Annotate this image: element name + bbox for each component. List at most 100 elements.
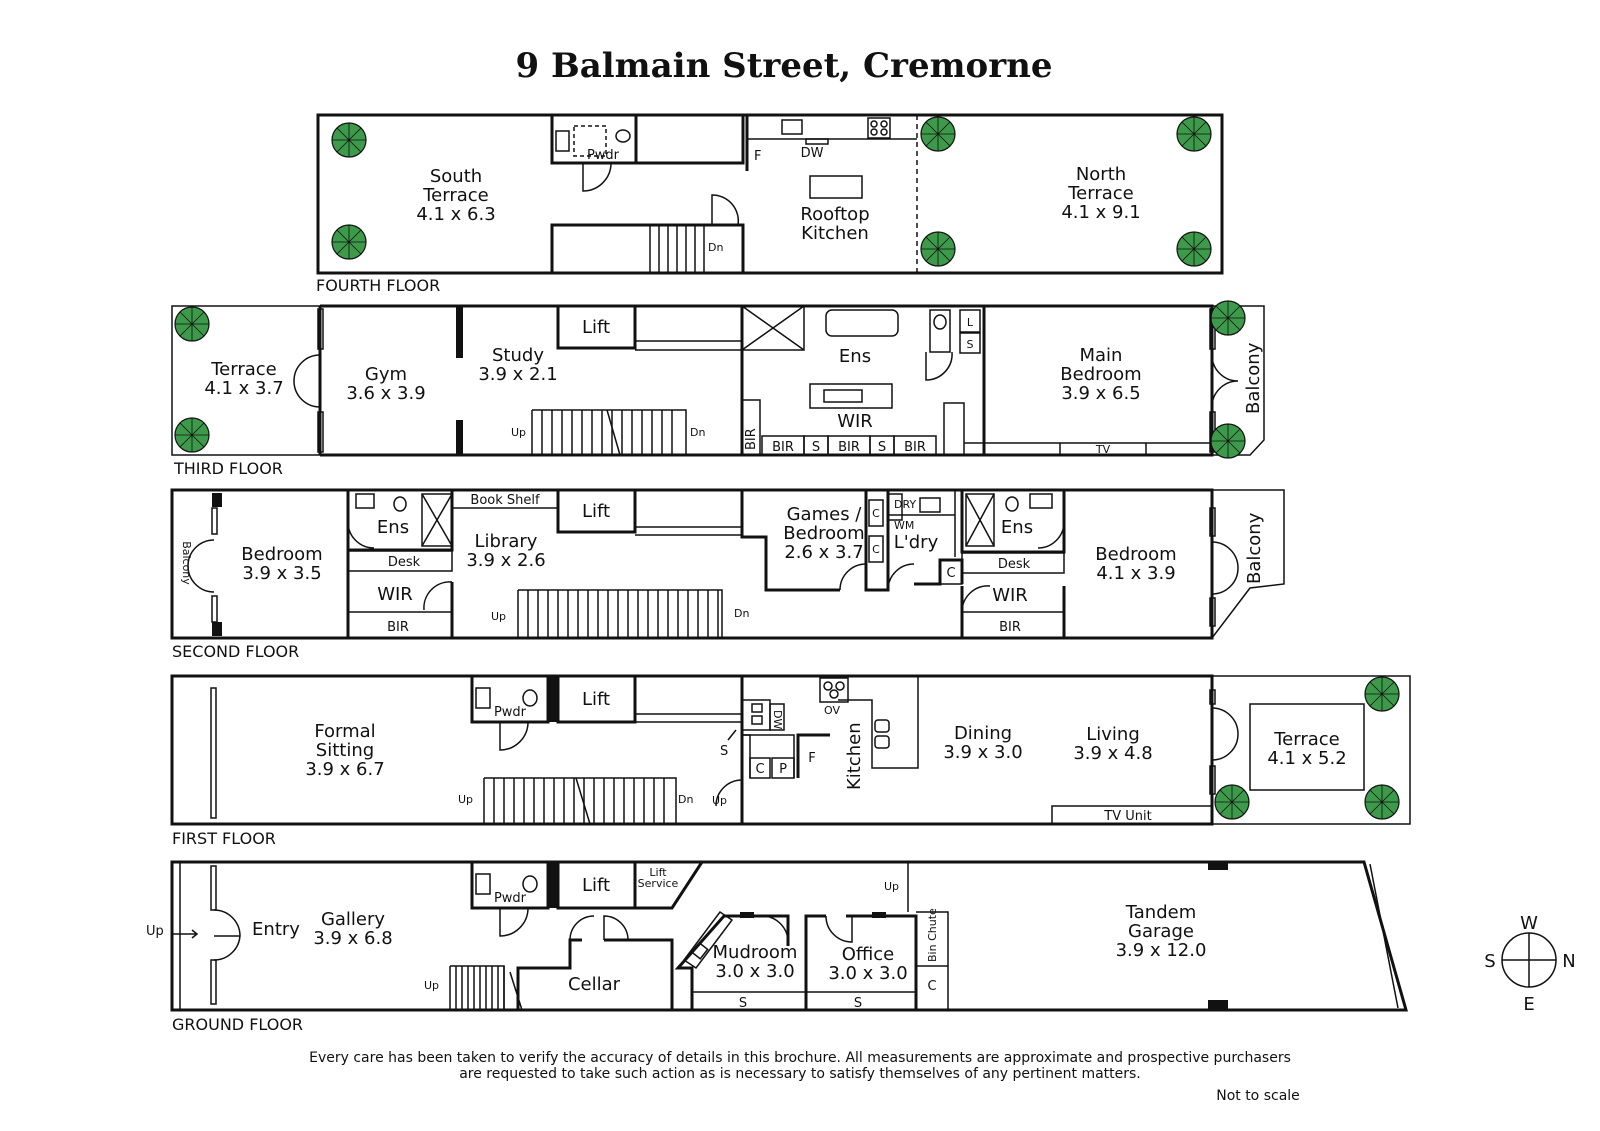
cellar-label: Cellar bbox=[568, 974, 621, 995]
compass-west: W bbox=[1520, 913, 1538, 934]
main-bedroom-label-2: Bedroom bbox=[1060, 364, 1141, 385]
study-dims: 3.9 x 2.1 bbox=[478, 364, 557, 385]
study-label: Study bbox=[492, 345, 544, 366]
dining-label: Dining bbox=[954, 723, 1012, 744]
rooftop-kitchen-label: Rooftop bbox=[800, 204, 869, 225]
tv-unit-label: TV Unit bbox=[1103, 809, 1151, 824]
main-bedroom-label: Main bbox=[1080, 345, 1123, 366]
first-c-label: C bbox=[755, 762, 764, 777]
third-terrace-dims: 4.1 x 3.7 bbox=[204, 378, 283, 399]
second-floor: Balcony Bedroom 3.9 x 3.5 Ens Desk WIR B… bbox=[170, 488, 1285, 661]
plan-title: 9 Balmain Street, Cremorne bbox=[516, 46, 1053, 86]
north-terrace-dims: 4.1 x 9.1 bbox=[1061, 202, 1140, 223]
west-desk-label: Desk bbox=[388, 555, 421, 570]
compass-icon: W E S N bbox=[1484, 913, 1575, 1015]
east-bir-label: BIR bbox=[999, 620, 1021, 635]
west-wir-label: WIR bbox=[377, 584, 413, 605]
first-fridge-label: F bbox=[808, 751, 815, 766]
south-terrace-dims: 4.1 x 6.3 bbox=[416, 204, 495, 225]
bir-label-1: BIR bbox=[772, 440, 794, 455]
east-ens-label: Ens bbox=[1001, 517, 1033, 538]
third-floor: Terrace 4.1 x 3.7 Gym 3.6 x 3.9 Study 3.… bbox=[171, 300, 1265, 478]
second-dn-label: Dn bbox=[734, 607, 749, 620]
ground-pwdr-label: Pwdr bbox=[494, 891, 527, 906]
ground-floor: Up Entry Gallery 3.9 x 6.8 Pwdr Lift Lif… bbox=[146, 860, 1408, 1034]
west-bedroom-label: Bedroom bbox=[241, 544, 322, 565]
third-s-label: S bbox=[967, 338, 974, 351]
mudroom-s-label: S bbox=[739, 996, 747, 1011]
ground-c-label: C bbox=[927, 979, 936, 994]
ground-lift-label: Lift bbox=[582, 875, 610, 896]
tv-label: TV bbox=[1095, 443, 1111, 456]
compass-south: S bbox=[1484, 951, 1495, 972]
east-desk-label: Desk bbox=[998, 557, 1031, 572]
formal-sitting-label: Formal bbox=[314, 721, 375, 742]
gym-dims: 3.6 x 3.9 bbox=[346, 383, 425, 404]
first-pwdr-label: Pwdr bbox=[494, 705, 527, 720]
north-terrace-label-2: Terrace bbox=[1067, 183, 1134, 204]
west-bedroom-dims: 3.9 x 3.5 bbox=[242, 563, 321, 584]
washing-machine-label: WM bbox=[894, 519, 914, 532]
not-to-scale: Not to scale bbox=[1216, 1088, 1300, 1104]
first-lift-label: Lift bbox=[582, 689, 610, 710]
first-terrace-dims: 4.1 x 5.2 bbox=[1267, 748, 1346, 769]
games-label: Games / bbox=[787, 504, 863, 525]
gallery-dims: 3.9 x 6.8 bbox=[313, 928, 392, 949]
garage-label-2: Garage bbox=[1128, 921, 1194, 942]
west-ens-label: Ens bbox=[377, 517, 409, 538]
ens-label: Ens bbox=[839, 346, 871, 367]
dining-dims: 3.9 x 3.0 bbox=[943, 742, 1022, 763]
gym-label: Gym bbox=[365, 364, 407, 385]
first-floor-label: FIRST FLOOR bbox=[172, 829, 276, 848]
third-balcony-label: Balcony bbox=[1243, 342, 1264, 414]
wir-label: WIR bbox=[837, 411, 873, 432]
office-label: Office bbox=[842, 944, 895, 965]
disclaimer-line-2: are requested to take such action as is … bbox=[459, 1066, 1141, 1082]
second-floor-label: SECOND FLOOR bbox=[172, 642, 299, 661]
library-dims: 3.9 x 2.6 bbox=[466, 550, 545, 571]
lift-service-label: Lift bbox=[649, 866, 667, 879]
compass-east: E bbox=[1523, 994, 1534, 1015]
lift-service-label-2: Service bbox=[638, 877, 679, 890]
formal-sitting-dims: 3.9 x 6.7 bbox=[305, 759, 384, 780]
third-dn-label: Dn bbox=[690, 426, 705, 439]
main-bedroom-dims: 3.9 x 6.5 bbox=[1061, 383, 1140, 404]
bir-label-3: BIR bbox=[904, 440, 926, 455]
laundry-label: L'dry bbox=[894, 532, 939, 553]
rooftop-kitchen-label-2: Kitchen bbox=[801, 223, 869, 244]
mudroom-label: Mudroom bbox=[713, 942, 798, 963]
second-east-balcony-label: Balcony bbox=[1244, 512, 1265, 584]
first-up-label-1: Up bbox=[458, 793, 473, 806]
fourth-dw-label: DW bbox=[801, 146, 824, 161]
linen-label: L bbox=[967, 316, 974, 329]
mudroom-dims: 3.0 x 3.0 bbox=[715, 961, 794, 982]
book-shelf-label: Book Shelf bbox=[470, 493, 540, 508]
north-terrace-label: North bbox=[1076, 164, 1126, 185]
disclaimer-line-1: Every care has been taken to verify the … bbox=[309, 1050, 1291, 1066]
second-lift-label: Lift bbox=[582, 501, 610, 522]
second-c-label-2: C bbox=[872, 543, 880, 556]
formal-sitting-label-2: Sitting bbox=[316, 740, 374, 761]
library-label: Library bbox=[475, 531, 538, 552]
games-label-2: Bedroom bbox=[783, 523, 864, 544]
first-dw-label: DW bbox=[771, 710, 784, 729]
living-label: Living bbox=[1086, 724, 1140, 745]
s-label-2: S bbox=[878, 440, 886, 455]
fourth-pwdr-label: Pwdr bbox=[587, 148, 620, 163]
bir-label-2: BIR bbox=[838, 440, 860, 455]
s-label-1: S bbox=[812, 440, 820, 455]
office-s-label: S bbox=[854, 996, 862, 1011]
entry-label: Entry bbox=[252, 919, 300, 940]
ground-stairs-up-label: Up bbox=[424, 979, 439, 992]
first-up-label-2: Up bbox=[712, 794, 727, 807]
fourth-floor-label: FOURTH FLOOR bbox=[316, 276, 440, 295]
east-bedroom-dims: 4.1 x 3.9 bbox=[1096, 563, 1175, 584]
garage-dims: 3.9 x 12.0 bbox=[1116, 940, 1207, 961]
east-wir-label: WIR bbox=[992, 585, 1028, 606]
second-up-label: Up bbox=[491, 610, 506, 623]
south-terrace-label: South bbox=[430, 166, 482, 187]
first-s-label: S bbox=[720, 744, 728, 759]
garage-up-label: Up bbox=[884, 880, 899, 893]
first-terrace-label: Terrace bbox=[1273, 729, 1340, 750]
dryer-label: DRY bbox=[894, 498, 916, 511]
